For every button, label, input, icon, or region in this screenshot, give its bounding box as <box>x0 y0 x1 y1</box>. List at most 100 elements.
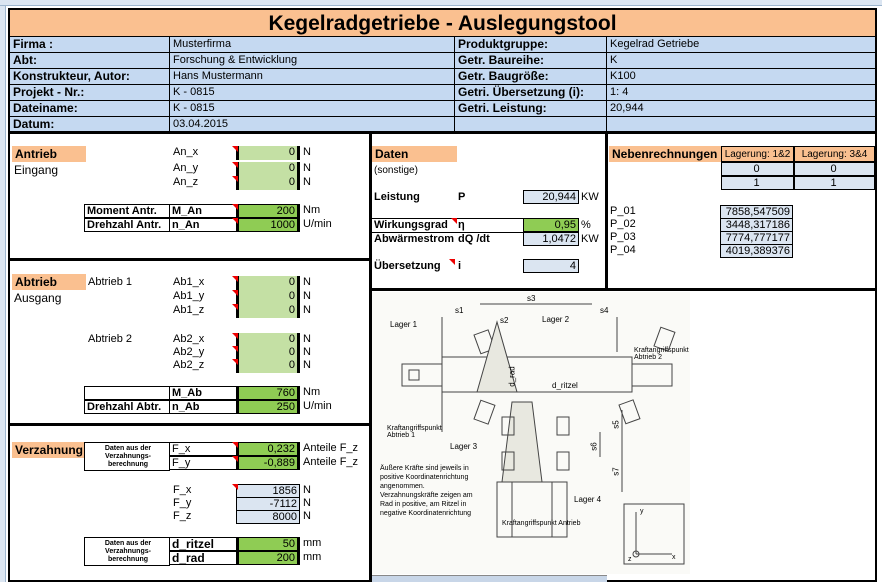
info-label: Produktgruppe: <box>455 37 607 53</box>
value-input[interactable]: 0 <box>236 346 300 360</box>
p-label: P_02 <box>610 218 636 230</box>
info-value[interactable]: 1: 4 <box>607 85 875 101</box>
label-s4: s4 <box>600 306 609 315</box>
comment-marker-icon[interactable] <box>232 204 238 210</box>
axis-y-label: y <box>640 508 644 515</box>
value-input[interactable]: 0 <box>236 290 300 304</box>
unit-label: Anteile F_z <box>303 442 359 454</box>
comment-marker-icon[interactable] <box>232 218 238 224</box>
unit-label: Nm <box>303 386 321 398</box>
p-value: 3448,317186 <box>720 218 793 232</box>
comment-marker-icon[interactable] <box>232 162 238 168</box>
section-header: Abtrieb <box>12 274 86 290</box>
table-cell: 0 <box>794 162 875 176</box>
label-s6: s6 <box>589 442 599 451</box>
table-cell: 1 <box>794 176 875 190</box>
comment-marker-icon[interactable] <box>232 146 238 152</box>
unit-label: N <box>303 162 311 174</box>
unit-label: N <box>303 304 311 316</box>
info-value[interactable]: 20,944 <box>607 101 875 117</box>
comment-marker-icon[interactable] <box>449 259 455 265</box>
row-name: Wirkungsgrad <box>374 219 448 231</box>
value-input[interactable]: 760 <box>236 386 300 400</box>
value-input[interactable]: 1000 <box>236 218 300 232</box>
info-value[interactable]: K <box>607 53 875 69</box>
row-name: Drehzahl Antr. <box>84 218 170 232</box>
row-symbol: P <box>458 191 466 203</box>
label-d-rad: d_rad <box>507 366 517 387</box>
comment-marker-icon[interactable] <box>451 218 457 224</box>
label-lager2: Lager 2 <box>542 315 570 324</box>
value-input[interactable]: 0,232 <box>236 442 300 456</box>
comment-marker-icon[interactable] <box>232 290 238 296</box>
row-name: Abwärmestrom <box>374 233 455 245</box>
value-input[interactable]: 8000 <box>236 510 300 524</box>
field-label: Ab1_z <box>173 304 205 316</box>
info-label: Konstrukteur, Autor: <box>10 69 170 85</box>
p-label: P_01 <box>610 205 636 217</box>
comment-marker-icon[interactable] <box>232 333 238 339</box>
table-cell: 0 <box>721 162 794 176</box>
unit-label: KW <box>581 191 599 203</box>
comment-marker-icon[interactable] <box>232 304 238 310</box>
value-field[interactable]: 0,95 <box>523 218 579 232</box>
comment-marker-icon[interactable] <box>232 276 238 282</box>
value-input[interactable]: 0 <box>236 146 300 160</box>
value-input[interactable]: -7112 <box>236 497 300 511</box>
unit-label: mm <box>303 537 322 549</box>
info-value[interactable]: 03.04.2015 <box>170 117 455 133</box>
value-input[interactable]: 200 <box>236 204 300 218</box>
label-s7: s7 <box>611 467 621 476</box>
info-value[interactable]: Forschung & Entwicklung <box>170 53 455 69</box>
label-kraft1: Kraftangriffspunkt Abtrieb 1 <box>387 425 442 439</box>
p-value: 4019,389376 <box>720 244 793 258</box>
unit-label: N <box>303 290 311 302</box>
info-label: Getri. Leistung: <box>455 101 607 117</box>
row-symbol: d_rad <box>169 551 237 565</box>
info-value[interactable]: K - 0815 <box>170 101 455 117</box>
p-label: P_04 <box>610 244 636 256</box>
info-label: Getri. Übersetzung (i): <box>455 85 607 101</box>
info-value[interactable]: K - 0815 <box>170 85 455 101</box>
column-header-strip <box>0 0 882 6</box>
section-subtitle: Eingang <box>14 163 59 177</box>
horizontal-scrollbar[interactable] <box>372 575 607 582</box>
comment-marker-icon[interactable] <box>232 346 238 352</box>
value-input[interactable]: 250 <box>236 400 300 414</box>
comment-marker-icon[interactable] <box>232 484 238 490</box>
value-input[interactable]: 0 <box>236 333 300 347</box>
value-input[interactable]: 1856 <box>236 484 300 498</box>
unit-label: N <box>303 276 311 288</box>
value-input[interactable]: 0 <box>236 176 300 190</box>
unit-label: % <box>581 219 591 231</box>
value-input[interactable]: -0,889 <box>236 456 300 470</box>
value-input[interactable]: 0 <box>236 276 300 290</box>
value-input[interactable]: 50 <box>236 537 300 551</box>
info-value[interactable]: Hans Mustermann <box>170 69 455 85</box>
section-subtitle: (sonstige) <box>374 165 418 176</box>
comment-marker-icon[interactable] <box>232 456 238 462</box>
row-symbol: n_An <box>169 218 237 232</box>
field-label: F_z <box>173 510 192 522</box>
info-value[interactable]: Kegelrad Getriebe <box>607 37 875 53</box>
info-value[interactable]: K100 <box>607 69 875 85</box>
field-label: F_x <box>173 484 192 496</box>
unit-label: N <box>303 484 311 496</box>
info-value[interactable]: Musterfirma <box>170 37 455 53</box>
comment-marker-icon[interactable] <box>232 359 238 365</box>
field-label: Ab2_x <box>173 333 205 345</box>
value-field: 1,0472 <box>523 232 579 246</box>
value-input[interactable]: 0 <box>236 304 300 318</box>
drawing-note: Äußere Kräfte sind jeweils in positive K… <box>380 465 473 517</box>
unit-label: N <box>303 359 311 371</box>
axis-z-label: z <box>628 556 632 563</box>
unit-label: U/min <box>303 218 332 230</box>
value-field: 20,944 <box>523 190 579 204</box>
comment-marker-icon[interactable] <box>232 442 238 448</box>
label-lager3: Lager 3 <box>450 442 478 451</box>
row-symbol: i <box>458 260 462 272</box>
comment-marker-icon[interactable] <box>232 176 238 182</box>
value-input[interactable]: 0 <box>236 359 300 373</box>
value-input[interactable]: 200 <box>236 551 300 565</box>
value-input[interactable]: 0 <box>236 162 300 176</box>
